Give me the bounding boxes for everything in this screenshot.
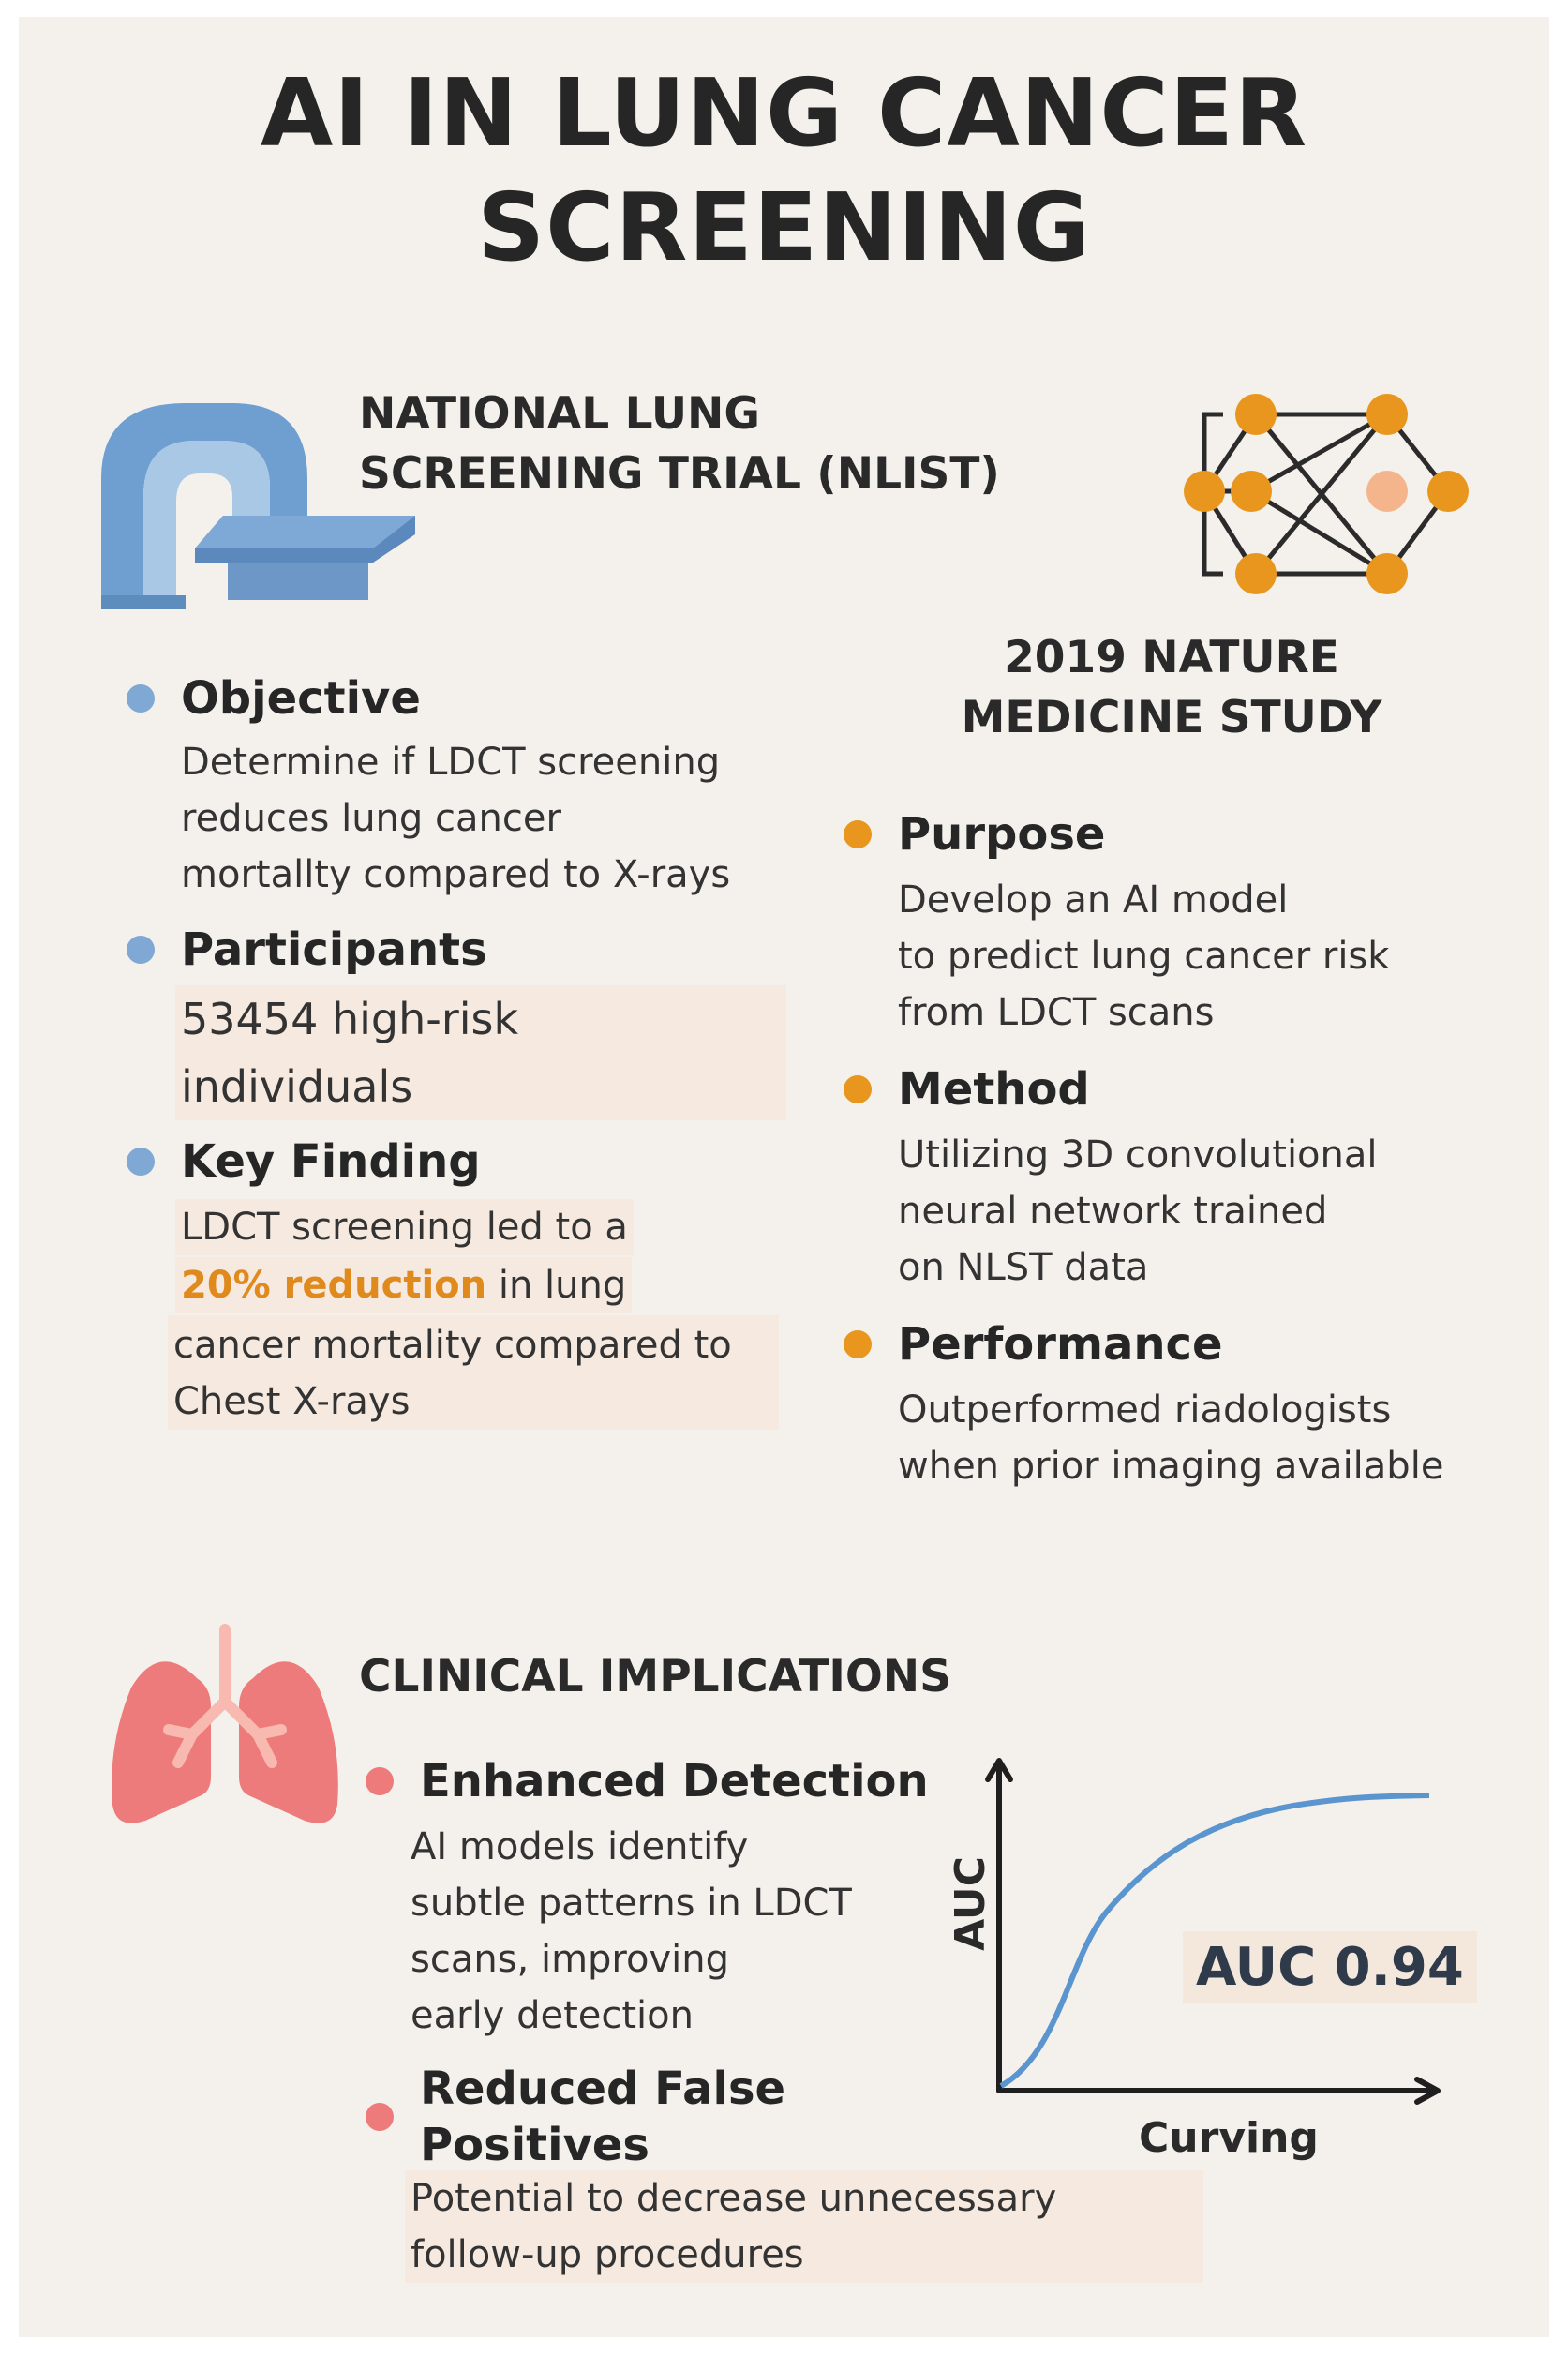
reduction-highlight: 20% reduction bbox=[181, 1264, 487, 1307]
clinical-item-reduced-false-positives: Reduced False Positives bbox=[366, 2061, 975, 2173]
nlist-participants-header: Participants bbox=[127, 922, 801, 978]
enhanced-detection-line: scans, improving bbox=[411, 1938, 729, 1981]
key-finding-line: 20% reduction in lung bbox=[175, 1257, 633, 1313]
participants-line: 53454 high-risk bbox=[181, 994, 519, 1044]
ct-scanner-icon bbox=[101, 403, 415, 609]
clinical-heading: CLINICAL IMPLICATIONS bbox=[359, 1651, 951, 1703]
x-axis-arrow-icon bbox=[1414, 2077, 1441, 2105]
nlist-heading-line-1: NATIONAL LUNG bbox=[359, 388, 760, 440]
nlist-list: Objective Determine if LDCT screening re… bbox=[127, 670, 801, 1430]
key-finding-box: cancer mortality compared to Chest X-ray… bbox=[168, 1315, 779, 1430]
key-finding-line-rest: in lung bbox=[486, 1264, 627, 1307]
nature-heading-line-2: MEDICINE STUDY bbox=[961, 692, 1382, 743]
performance-line: Outperformed riadologists bbox=[898, 1388, 1392, 1432]
participants-line: individuals bbox=[181, 1061, 413, 1112]
objective-text: Determine if LDCT screening reduces lung… bbox=[181, 734, 801, 903]
bullet-dot bbox=[844, 1330, 872, 1358]
performance-line: when prior imaging available bbox=[898, 1445, 1444, 1488]
method-text: Utilizing 3D convolutional neural networ… bbox=[898, 1127, 1537, 1296]
nature-item-performance: Performance Outperformed riadologists wh… bbox=[844, 1316, 1537, 1494]
nature-performance-header: Performance bbox=[844, 1316, 1537, 1373]
enhanced-detection-header: Enhanced Detection bbox=[366, 1753, 975, 1809]
bullet-dot bbox=[366, 2103, 394, 2131]
enhanced-detection-label: Enhanced Detection bbox=[420, 1755, 929, 1808]
performance-label: Performance bbox=[898, 1318, 1223, 1371]
reduced-false-positives-line: Potential to decrease unnecessary bbox=[411, 2177, 1057, 2220]
nlist-heading: NATIONAL LUNG SCREENING TRIAL (NLIST) bbox=[359, 384, 1000, 504]
enhanced-detection-line: AI models identify bbox=[411, 1825, 749, 1868]
nature-heading: 2019 NATURE MEDICINE STUDY bbox=[909, 628, 1434, 748]
key-finding-text: LDCT screening led to a 20% reduction in… bbox=[168, 1199, 801, 1430]
reduced-false-positives-label: Reduced False Positives bbox=[420, 2063, 786, 2171]
reduced-false-positives-text: Potential to decrease unnecessary follow… bbox=[405, 2170, 1203, 2283]
nlist-key-finding-header: Key Finding bbox=[127, 1133, 801, 1190]
nlist-item-participants: Participants 53454 high-risk individuals bbox=[127, 922, 801, 1120]
nature-heading-line-1: 2019 NATURE bbox=[1004, 632, 1339, 683]
nature-method-header: Method bbox=[844, 1061, 1537, 1118]
participants-label: Participants bbox=[181, 923, 487, 976]
neural-network-icon bbox=[1184, 394, 1469, 594]
nature-item-method: Method Utilizing 3D convolutional neural… bbox=[844, 1061, 1537, 1296]
bullet-dot bbox=[127, 684, 155, 713]
purpose-line: to predict lung cancer risk bbox=[898, 935, 1390, 978]
nlist-item-key-finding: Key Finding LDCT screening led to a 20% … bbox=[127, 1133, 801, 1430]
nlist-objective-header: Objective bbox=[127, 670, 801, 727]
purpose-line: Develop an AI model bbox=[898, 878, 1289, 922]
method-line: neural network trained bbox=[898, 1190, 1328, 1233]
reduced-false-positives-line: follow-up procedures bbox=[411, 2233, 804, 2276]
enhanced-detection-line: subtle patterns in LDCT bbox=[411, 1882, 852, 1925]
method-label: Method bbox=[898, 1063, 1090, 1116]
clinical-item-enhanced-detection: Enhanced Detection AI models identify su… bbox=[366, 1753, 975, 2044]
method-line: Utilizing 3D convolutional bbox=[898, 1133, 1378, 1177]
nlist-item-objective: Objective Determine if LDCT screening re… bbox=[127, 670, 801, 903]
nature-item-purpose: Purpose Develop an AI model to predict l… bbox=[844, 806, 1537, 1041]
objective-line: Determine if LDCT screening bbox=[181, 741, 721, 784]
key-finding-line: Chest X-rays bbox=[173, 1380, 411, 1423]
participants-text: 53454 high-risk individuals bbox=[175, 985, 786, 1120]
nlist-heading-line-2: SCREENING TRIAL (NLIST) bbox=[359, 448, 1000, 500]
purpose-text: Develop an AI model to predict lung canc… bbox=[898, 872, 1537, 1041]
nature-purpose-header: Purpose bbox=[844, 806, 1537, 863]
purpose-label: Purpose bbox=[898, 808, 1106, 861]
objective-line: mortallty compared to X-rays bbox=[181, 853, 731, 896]
title-line-1: AI IN LUNG CANCER bbox=[260, 58, 1308, 168]
key-finding-label: Key Finding bbox=[181, 1135, 481, 1188]
auc-value-label: AUC 0.94 bbox=[1183, 1931, 1477, 2003]
bullet-dot bbox=[127, 1148, 155, 1176]
objective-line: reduces lung cancer bbox=[181, 797, 561, 840]
x-axis-label: Curving bbox=[1139, 2114, 1319, 2162]
performance-text: Outperformed riadologists when prior ima… bbox=[898, 1382, 1537, 1494]
auc-curve bbox=[999, 1793, 1430, 2089]
y-axis-label: AUC bbox=[946, 1856, 994, 1951]
enhanced-detection-line: early detection bbox=[411, 1994, 694, 2037]
title-line-2: SCREENING bbox=[477, 173, 1091, 282]
bullet-dot bbox=[844, 1075, 872, 1103]
bullet-dot bbox=[844, 820, 872, 848]
y-axis-arrow-icon bbox=[985, 1758, 1013, 1782]
bullet-dot bbox=[127, 936, 155, 964]
auc-curve-illustration bbox=[985, 1758, 1441, 2105]
key-finding-line: LDCT screening led to a bbox=[175, 1199, 634, 1255]
reduced-false-positives-header: Reduced False Positives bbox=[366, 2061, 975, 2173]
purpose-line: from LDCT scans bbox=[898, 991, 1215, 1034]
nature-list: Purpose Develop an AI model to predict l… bbox=[844, 806, 1537, 1494]
lungs-icon bbox=[112, 1624, 338, 1823]
page-title: AI IN LUNG CANCER SCREENING bbox=[0, 56, 1568, 285]
method-line: on NLST data bbox=[898, 1246, 1149, 1289]
enhanced-detection-text: AI models identify subtle patterns in LD… bbox=[411, 1819, 975, 2044]
objective-label: Objective bbox=[181, 672, 421, 725]
key-finding-line: cancer mortality compared to bbox=[173, 1324, 732, 1367]
clinical-list: Enhanced Detection AI models identify su… bbox=[366, 1753, 975, 2173]
bullet-dot bbox=[366, 1767, 394, 1795]
